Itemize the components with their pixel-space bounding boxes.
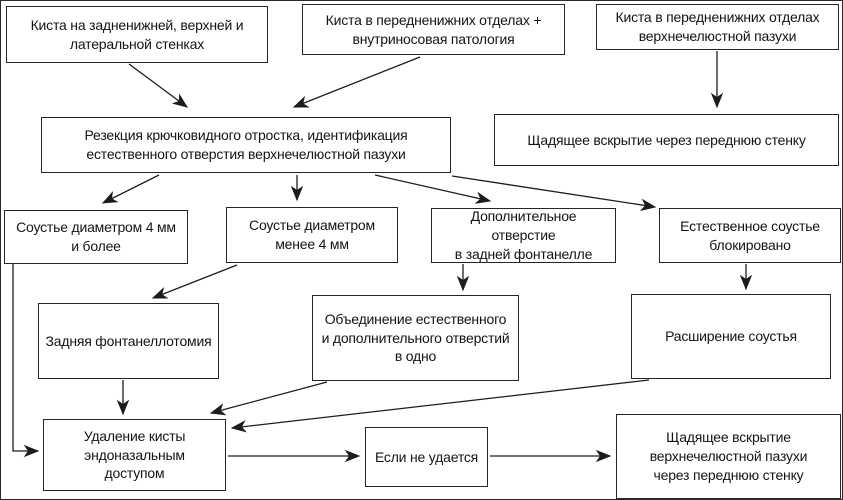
arrow-c2-to-d1 [151, 264, 238, 299]
node-label: Естественное соустье блокировано [680, 217, 820, 253]
arrow-d3-to-e1 [230, 379, 650, 433]
node-label: Киста на задненижней, верхней и латераль… [30, 16, 244, 52]
arrow-b1-to-c3 [374, 174, 492, 204]
node-gentle-opening-front-wall: Щадящее вскрытие через переднюю стенку [494, 114, 839, 166]
node-label: Если не удается [374, 448, 479, 465]
node-label: Удаление кисты эндоназальным доступом [83, 427, 186, 482]
node-endonasal-cyst-removal: Удаление кисты эндоназальным доступом [43, 419, 226, 491]
arrow-c1-to-e1 [12, 264, 40, 458]
node-label: Киста в передненижних отделах + внутрино… [325, 11, 542, 47]
arrow-d2-to-e1 [209, 381, 328, 416]
arrow-a1-to-b1 [128, 63, 189, 108]
arrow-b1-to-c4 [451, 175, 657, 212]
node-uncinate-resection: Резекция крючковидного отростка, идентиф… [41, 117, 451, 173]
node-label: Дополнительное отверстие в задней фонтан… [454, 208, 593, 262]
node-label: Щадящее вскрытие верхнечелюстной пазухи … [649, 429, 808, 483]
node-label: Киста в передненижних отделах верхнечелю… [615, 9, 820, 44]
node-label: Соустье диаметром 4 мм и более [16, 219, 176, 254]
node-gentle-opening-maxillary-front-wall: Щадящее вскрытие верхнечелюстной пазухи … [616, 414, 841, 499]
node-label: Объединение естественного и дополнительн… [321, 310, 510, 365]
node-ostium-widening: Расширение соустья [631, 294, 831, 379]
node-if-fails: Если не удается [365, 427, 488, 487]
node-ostium-4mm-plus: Соустье диаметром 4 мм и более [4, 210, 188, 264]
node-label: Щадящее вскрытие через переднюю стенку [527, 131, 806, 148]
node-label: Соустье диаметром менее 4 мм [249, 217, 375, 252]
node-cyst-anteroinferior-intranasal: Киста в передненижних отделах + внутрино… [302, 4, 565, 55]
node-natural-ostium-blocked: Естественное соустье блокировано [659, 208, 841, 263]
node-label: Резекция крючковидного отростка, идентиф… [84, 127, 408, 162]
node-label: Расширение соустья [665, 328, 797, 345]
node-merge-openings: Объединение естественного и дополнительн… [312, 295, 519, 381]
node-label: Задняя фонтанеллотомия [45, 332, 212, 349]
node-posterior-fontanellotomy: Задняя фонтанеллотомия [38, 303, 219, 379]
arrow-b1-to-c1 [101, 174, 160, 204]
node-cyst-posterior-superior-lateral: Киста на задненижней, верхней и латераль… [6, 6, 268, 63]
node-additional-opening-posterior-fontanelle: Дополнительное отверстие в задней фонтан… [431, 208, 616, 263]
node-cyst-anteroinferior: Киста в передненижних отделах верхнечелю… [596, 4, 839, 50]
node-ostium-under-4mm: Соустье диаметром менее 4 мм [226, 207, 398, 263]
arrow-a2-to-b1 [292, 56, 421, 108]
